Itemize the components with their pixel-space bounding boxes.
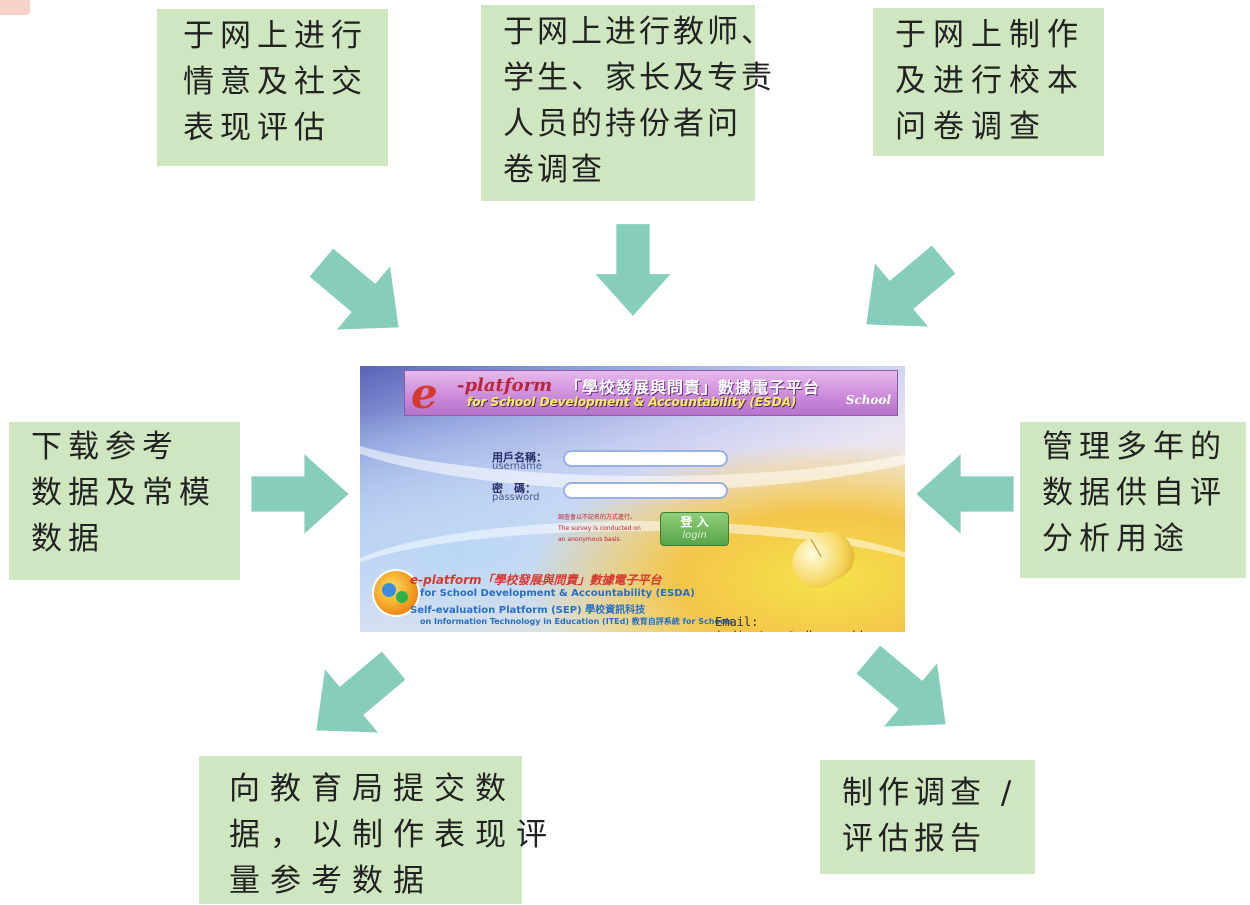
banner-title-cn: 「學校發展與問責」數據電子平台	[565, 378, 821, 397]
feature-box-stakeholder-survey: 于网上进行教师、 学生、家长及专责 人员的持份者问 卷调查	[481, 5, 775, 201]
box-line: 卷调查	[503, 152, 605, 188]
arrow-down-right-icon	[305, 249, 415, 341]
footer-line: for School Development & Accountability …	[420, 588, 695, 599]
box-line: 人员的持份者问	[503, 106, 741, 142]
note-line: an anonymous basis.	[558, 536, 622, 543]
box-line: 于网上进行	[183, 18, 368, 54]
platform-logo-icon	[372, 569, 420, 617]
footer-line: e-platform「學校發展與問責」數據電子平台	[410, 573, 662, 587]
note-line: The survey is conducted on	[558, 525, 641, 532]
box-line: 及进行校本	[895, 63, 1085, 99]
box-line: 制作调查 /	[842, 775, 1017, 811]
login-button-label-cn: 登 入	[680, 515, 709, 529]
login-button-label-en: login	[682, 530, 707, 541]
footer-line: Self-evaluation Platform (SEP) 學校資訊科技	[410, 605, 646, 616]
password-label-en: password	[492, 492, 540, 503]
arrow-down-icon	[583, 222, 683, 318]
box-line: 数据供自评	[1042, 475, 1227, 511]
corner-mark	[0, 0, 30, 15]
anonymous-survey-note: 調查會以不記名的方式進行。 The survey is conducted on…	[558, 512, 668, 545]
banner-title-en: for School Development & Accountability …	[467, 395, 797, 409]
box-line: 向教育局提交数	[229, 771, 516, 807]
banner-e-logo: e	[411, 369, 438, 418]
banner-platform-text: -platform	[457, 375, 553, 396]
platform-banner: e -platform 「學校發展與問責」數據電子平台 for School D…	[404, 369, 898, 418]
feature-box-multi-year-data: 管理多年的 数据供自评 分析用途	[1020, 422, 1246, 578]
box-line: 数据	[31, 521, 105, 557]
footer-line: on Information Technology in Education (…	[420, 617, 733, 626]
arrow-down-left-icon	[850, 246, 960, 338]
feature-box-affective-social-assessment: 于网上进行 情意及社交 表现评估	[157, 9, 388, 166]
box-line: 问卷调查	[895, 109, 1047, 145]
feature-box-survey-reports: 制作调查 / 评估报告	[820, 760, 1035, 874]
contact-email: Email: indicators@edb.gov.hk	[715, 615, 867, 632]
box-line: 数据及常模	[31, 475, 216, 511]
username-label-en: username	[492, 461, 542, 472]
username-label-cn: 用戶名稱：	[492, 451, 547, 464]
arrow-down-right-icon	[852, 646, 962, 738]
box-line: 据，以制作表现评	[229, 817, 557, 853]
box-line: 于网上制作	[895, 17, 1085, 53]
password-label-cn: 密 碼：	[492, 482, 536, 495]
arrow-right-icon	[247, 448, 353, 540]
box-line: 量参考数据	[229, 863, 434, 899]
box-line: 管理多年的	[1042, 429, 1227, 465]
feature-box-download-reference-data: 下载参考 数据及常模 数据	[9, 422, 240, 580]
box-line: 学生、家长及专责	[503, 60, 775, 96]
box-line: 情意及社交	[183, 64, 368, 100]
feature-box-submit-data-to-edb: 向教育局提交数 据，以制作表现评 量参考数据	[199, 756, 557, 904]
background-swoosh	[360, 521, 905, 632]
box-line: 于网上进行教师、	[503, 14, 775, 50]
banner-school-label: School	[845, 393, 891, 407]
username-input[interactable]	[563, 450, 728, 467]
box-line: 分析用途	[1042, 521, 1190, 557]
password-input[interactable]	[563, 482, 728, 499]
box-line: 表现评估	[183, 110, 331, 146]
platform-footer-text: e-platform「學校發展與問責」數據電子平台 for School Dev…	[410, 571, 733, 627]
esda-login-screen: e -platform 「學校發展與問責」數據電子平台 for School D…	[360, 366, 905, 632]
feature-box-school-based-survey: 于网上制作 及进行校本 问卷调查	[873, 8, 1104, 156]
note-line: 調查會以不記名的方式進行。	[558, 514, 637, 521]
login-button[interactable]: 登 入 login	[660, 512, 729, 546]
arrow-left-icon	[912, 448, 1018, 540]
box-line: 下载参考	[31, 429, 179, 465]
arrow-down-left-icon	[300, 652, 410, 744]
box-line: 评估报告	[842, 821, 986, 857]
